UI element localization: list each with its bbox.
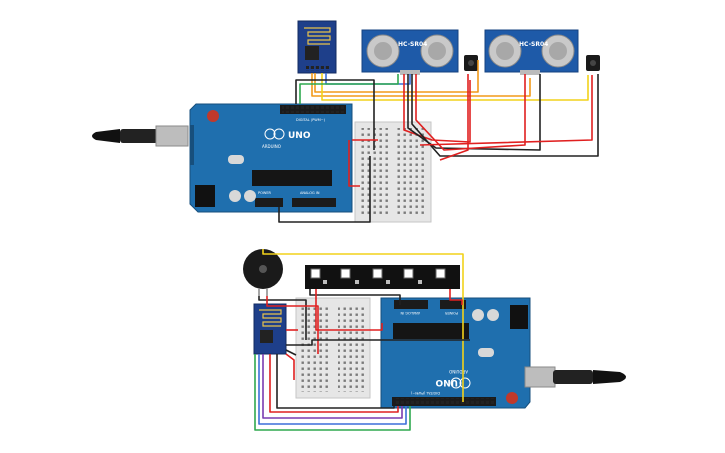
power-jack-top (195, 185, 215, 207)
sensor-b-label: HC-SR04 (519, 41, 548, 48)
usb-cable-bottom (524, 366, 626, 388)
analog-label-top: ANALOG IN (300, 191, 320, 195)
breadboard-bottom (295, 297, 371, 399)
ir-receiver-a (464, 55, 478, 71)
digital-label-bottom: DIGITAL (PWM~) (410, 391, 440, 395)
uno-label-bottom: UNO (435, 377, 458, 387)
breadboard-top (354, 121, 432, 223)
arduino-label-bottom: ARDUINO (449, 369, 468, 374)
arduino-uno-bottom: UNO ARDUINO DIGITAL (PWM~) POWER ANALOG … (380, 297, 531, 409)
reset-button-top (207, 110, 219, 122)
analog-header-bottom (394, 300, 428, 309)
sensor-a-label: HC-SR04 (398, 41, 427, 48)
analog-label-bottom: ANALOG IN (400, 311, 420, 315)
power-header-top (255, 198, 283, 207)
esp8266-module-bottom (253, 303, 287, 355)
ir-receiver-b (586, 55, 600, 71)
piezo-buzzer (243, 249, 283, 296)
ultrasonic-sensor-a: HC-SR04 (361, 29, 459, 75)
power-jack-bottom (510, 305, 528, 329)
wires-top (278, 60, 599, 223)
power-header-bottom (440, 300, 466, 309)
esp8266-module-top (297, 20, 337, 74)
power-label-bottom: POWER (444, 311, 458, 315)
analog-header-top (292, 198, 336, 207)
atmega-chip-bottom (393, 323, 469, 339)
atmega-chip-top (252, 170, 332, 186)
power-label-top: POWER (258, 191, 272, 195)
neopixel-led-strip (305, 265, 460, 289)
usb-cable-top (92, 125, 189, 147)
uno-label-top: UNO (288, 131, 311, 141)
wires-bottom (254, 249, 470, 431)
ultrasonic-sensor-b: HC-SR04 (484, 29, 579, 75)
digital-label-top: DIGITAL (PWM~) (296, 118, 326, 122)
arduino-uno-top: UNO ARDUINO DIGITAL (PWM~) POWER ANALOG … (189, 103, 353, 213)
reset-button-bottom (506, 392, 518, 404)
arduino-label-top: ARDUINO (262, 144, 281, 149)
